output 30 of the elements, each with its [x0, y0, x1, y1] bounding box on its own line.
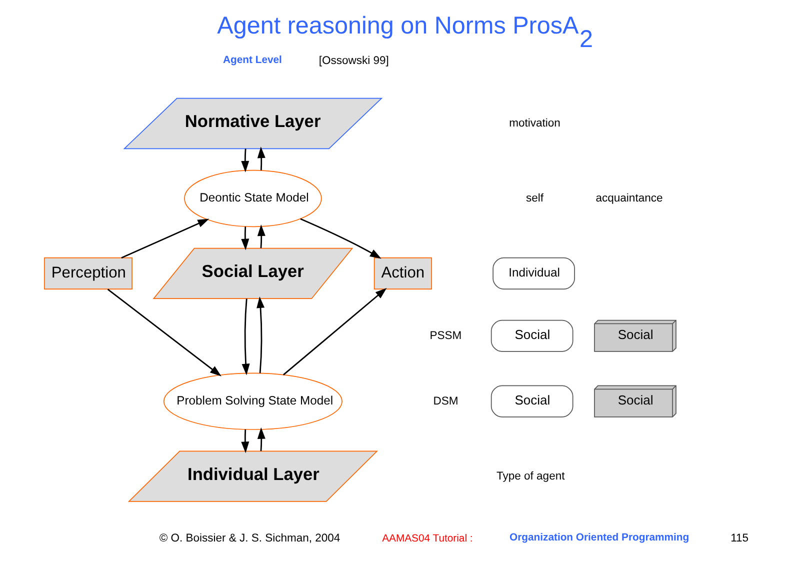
- node-ellipse: Problem Solving State Model: [162, 372, 342, 430]
- label: © O. Boissier & J. S. Sichman, 2004: [158, 532, 340, 545]
- label: self: [526, 192, 544, 204]
- node-box: Individual: [492, 257, 574, 290]
- arrow: [256, 427, 265, 452]
- label: 115: [730, 532, 748, 545]
- node-box: Action: [373, 257, 432, 290]
- arrow: [241, 298, 250, 376]
- arrow: [256, 296, 264, 374]
- label: Agent Level: [222, 54, 282, 66]
- arrow: [240, 429, 249, 454]
- arrow: [120, 218, 209, 258]
- arrow: [256, 146, 265, 170]
- node-box: Perception: [44, 257, 132, 290]
- arrow: [106, 288, 221, 376]
- node-box: Social: [490, 385, 573, 418]
- label: PSSM: [429, 330, 462, 342]
- label: Organization Oriented Programming: [509, 532, 689, 544]
- arrow: [256, 224, 265, 248]
- label: DSM: [432, 395, 458, 408]
- label: [Ossowski 99]: [318, 55, 388, 68]
- arrow: [300, 218, 381, 259]
- arrow: [240, 226, 249, 250]
- node-box: Social: [490, 320, 573, 352]
- label: Type of agent: [496, 470, 564, 482]
- label: acquaintance: [595, 192, 662, 204]
- label: motivation: [508, 117, 560, 130]
- label: AAMAS04 Tutorial :: [382, 533, 472, 544]
- arrow: [282, 288, 386, 376]
- arrow: [240, 148, 249, 172]
